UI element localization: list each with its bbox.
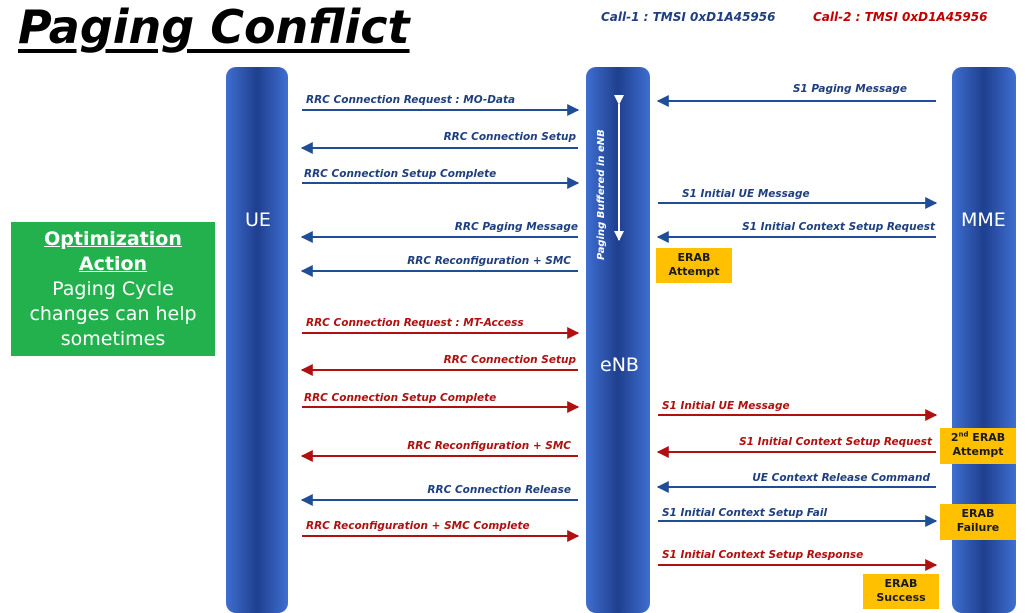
enb-label: eNB: [600, 354, 639, 376]
badge-ordinal-suffix: nd: [958, 430, 969, 439]
msg-rrc-conn-release: RRC Connection Release: [427, 484, 571, 496]
msg-s1-ctx-setup-resp: S1 Initial Context Setup Response: [662, 549, 864, 561]
badge-2nd-erab-attempt-line2: Attempt: [952, 445, 1004, 458]
msg-s1-initial-ue-1: S1 Initial UE Message: [682, 188, 810, 200]
msg-rrc-paging: RRC Paging Message: [454, 221, 578, 233]
badge-erab-failure-line2: Failure: [956, 521, 1000, 534]
ue-lifeline: [226, 67, 288, 613]
badge-erab-attempt-line1: ERAB: [677, 251, 711, 264]
msg-rrc-setup-complete-2: RRC Connection Setup Complete: [304, 392, 497, 404]
ue-label: UE: [245, 209, 271, 231]
badge-ordinal-number: 2: [950, 431, 959, 444]
badge-erab-attempt: ERAB Attempt: [656, 248, 732, 283]
msg-s1-ctx-setup-req-2: S1 Initial Context Setup Request: [739, 436, 932, 448]
badge-erab-attempt-line2: Attempt: [668, 265, 720, 278]
badge-2nd-erab-attempt: 2nd ERAB Attempt: [940, 428, 1016, 464]
msg-s1-paging: S1 Paging Message: [792, 83, 907, 95]
badge-erab-success-line2: Success: [876, 591, 926, 604]
optimization-heading-1: Optimization: [44, 228, 182, 250]
page-title: Paging Conflict: [18, 0, 410, 54]
msg-s1-initial-ue-2: S1 Initial UE Message: [662, 400, 790, 412]
msg-rrc-conn-req-mo: RRC Connection Request : MO-Data: [306, 94, 516, 106]
badge-erab-failure-line1: ERAB: [961, 507, 995, 520]
call-2-legend: Call-2 : TMSI 0xD1A45956: [813, 10, 988, 24]
call-1-legend: Call-1 : TMSI 0xD1A45956: [601, 10, 776, 24]
optimization-heading-2: Action: [78, 253, 148, 275]
msg-rrc-conn-req-mt: RRC Connection Request : MT-Access: [306, 317, 524, 329]
msg-rrc-conn-setup-2: RRC Connection Setup: [443, 354, 576, 366]
optimization-box: Optimization Action Paging Cycle changes…: [11, 222, 215, 356]
msg-rrc-reconfig-complete: RRC Reconfiguration + SMC Complete: [306, 520, 530, 532]
msg-rrc-reconfig-2: RRC Reconfiguration + SMC: [407, 440, 571, 452]
optimization-line-1: Paging Cycle: [52, 278, 174, 300]
msg-rrc-reconfig-1: RRC Reconfiguration + SMC: [407, 255, 571, 267]
badge-erab-success: ERAB Success: [863, 574, 939, 609]
msg-s1-ctx-setup-req-1: S1 Initial Context Setup Request: [742, 221, 935, 233]
msg-rrc-setup-complete-1: RRC Connection Setup Complete: [304, 168, 497, 180]
badge-2nd-erab-attempt-line1: 2nd ERAB: [940, 431, 1016, 445]
optimization-line-2: changes can help: [29, 303, 197, 325]
optimization-line-3: sometimes: [60, 328, 166, 350]
msg-s1-ctx-setup-fail: S1 Initial Context Setup Fail: [662, 507, 828, 519]
badge-erab-failure: ERAB Failure: [940, 504, 1016, 540]
badge-erab-text: ERAB: [968, 431, 1006, 444]
msg-rrc-conn-setup-1: RRC Connection Setup: [443, 131, 576, 143]
msg-ue-ctx-release-cmd: UE Context Release Command: [752, 472, 930, 484]
mme-label: MME: [961, 209, 1006, 231]
badge-erab-success-line1: ERAB: [884, 577, 918, 590]
